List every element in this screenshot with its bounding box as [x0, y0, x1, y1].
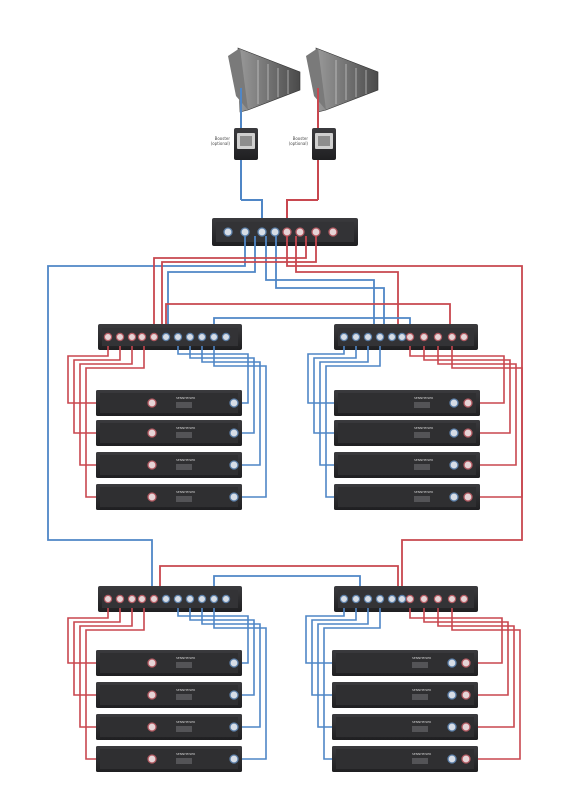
- antenna-a: [228, 47, 301, 113]
- receiver-brand-text: SENNHEISER: [414, 426, 433, 430]
- receiver-2-1: SENNHEISER: [334, 390, 480, 416]
- receiver-brand-text: SENNHEISER: [412, 688, 431, 692]
- receiver-4-3: SENNHEISER: [332, 714, 478, 740]
- receiver-1-4: SENNHEISER: [96, 484, 242, 510]
- secondary-splitter-4: [334, 586, 478, 612]
- receiver-3-4: SENNHEISER: [96, 746, 242, 772]
- receiver-brand-text: SENNHEISER: [412, 656, 431, 660]
- booster-b-label: Booster (optional): [278, 136, 308, 146]
- receiver-brand-text: SENNHEISER: [176, 688, 195, 692]
- receiver-4-2: SENNHEISER: [332, 682, 478, 708]
- main-splitter: [212, 218, 358, 246]
- receiver-group-1: SENNHEISER SENNHEISER SENNHEISER SENNHEISER: [96, 390, 242, 510]
- booster-a-label-line2: (optional): [210, 141, 230, 146]
- receiver-4-4: SENNHEISER: [332, 746, 478, 772]
- secondary-splitter-2: [334, 324, 478, 350]
- receiver-3-3: SENNHEISER: [96, 714, 242, 740]
- receiver-brand-text: SENNHEISER: [176, 752, 195, 756]
- receiver-brand-text: SENNHEISER: [176, 426, 195, 430]
- receiver-group-4: SENNHEISER SENNHEISER SENNHEISER SENNHEISER: [332, 650, 478, 772]
- secondary-splitter-3: [98, 586, 242, 612]
- receiver-brand-text: SENNHEISER: [176, 656, 195, 660]
- receiver-3-1: SENNHEISER: [96, 650, 242, 676]
- receiver-brand-text: SENNHEISER: [176, 490, 195, 494]
- antenna-b: [306, 47, 379, 113]
- receiver-2-3: SENNHEISER: [334, 452, 480, 478]
- receiver-brand-text: SENNHEISER: [414, 396, 433, 400]
- booster-b-label-line1: Booster: [292, 136, 308, 141]
- receiver-brand-text: SENNHEISER: [414, 458, 433, 462]
- receiver-brand-text: SENNHEISER: [176, 458, 195, 462]
- receiver-2-2: SENNHEISER: [334, 420, 480, 446]
- secondary-splitters: [98, 324, 478, 612]
- receiver-group-3: SENNHEISER SENNHEISER SENNHEISER SENNHEISER: [96, 650, 242, 772]
- receiver-1-3: SENNHEISER: [96, 452, 242, 478]
- booster-a: [234, 128, 258, 160]
- receiver-1-1: SENNHEISER: [96, 390, 242, 416]
- receiver-brand-text: SENNHEISER: [176, 396, 195, 400]
- receiver-brand-text: SENNHEISER: [176, 720, 195, 724]
- distribution-cables: [47, 236, 523, 596]
- receiver-1-2: SENNHEISER: [96, 420, 242, 446]
- secondary-splitter-1: [98, 324, 242, 350]
- receiver-3-2: SENNHEISER: [96, 682, 242, 708]
- booster-b-label-line2: (optional): [288, 141, 308, 146]
- receiver-brand-text: SENNHEISER: [414, 490, 433, 494]
- feed-cables: [240, 88, 319, 234]
- receiver-2-4: SENNHEISER: [334, 484, 480, 510]
- booster-a-label: Booster (optional): [200, 136, 230, 146]
- receiver-racks: SENNHEISERSENNHEISERSENNHEISERSENNHEISER…: [96, 390, 480, 772]
- booster-b: [312, 128, 336, 160]
- receiver-group-2: SENNHEISER SENNHEISER SENNHEISER SENNHEISER: [334, 390, 480, 510]
- booster-a-label-line1: Booster: [214, 136, 230, 141]
- receiver-brand-text: SENNHEISER: [412, 720, 431, 724]
- receiver-brand-text: SENNHEISER: [412, 752, 431, 756]
- receiver-4-1: SENNHEISER: [332, 650, 478, 676]
